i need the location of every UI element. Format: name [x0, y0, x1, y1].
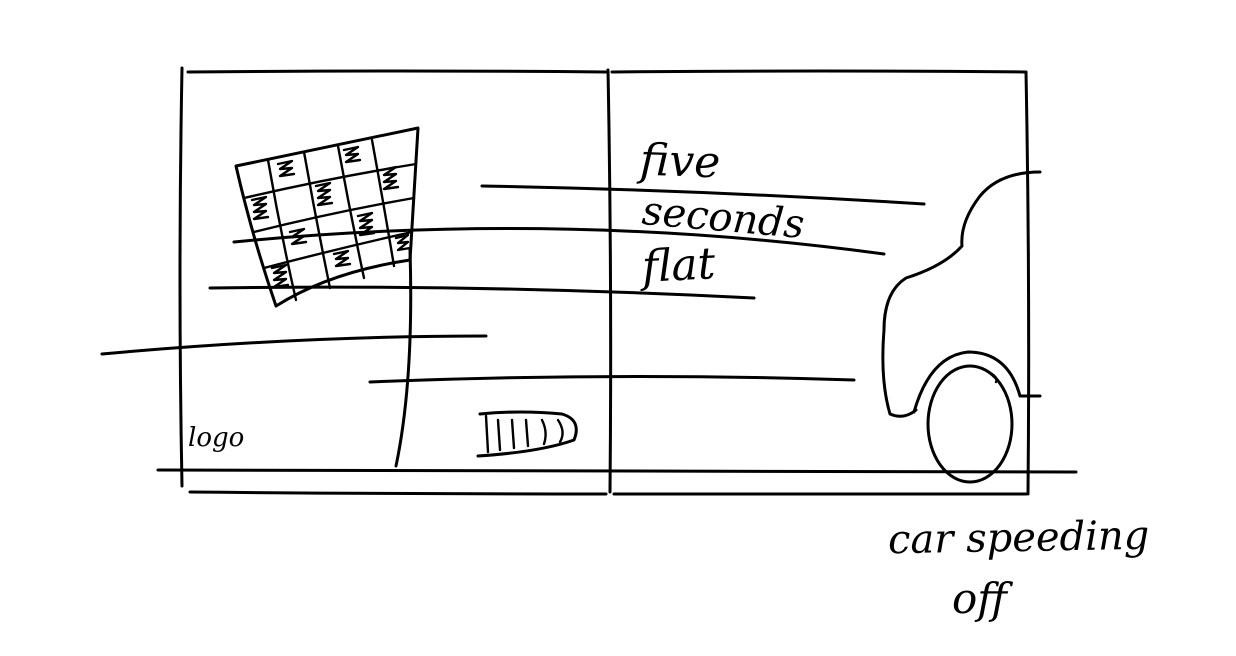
flag-scribble — [332, 249, 352, 268]
flag-scribble — [250, 195, 270, 221]
checkered-flag — [234, 126, 420, 308]
wheel-arch — [912, 350, 1042, 414]
wheel-highlight — [990, 372, 998, 384]
speed-line — [100, 334, 488, 356]
speed-line — [232, 227, 886, 256]
frame-top-left — [186, 69, 608, 74]
flag-scribble — [342, 145, 362, 164]
ground-line — [156, 468, 1078, 474]
flag-grid-line — [262, 230, 414, 270]
flag-grid-line — [336, 144, 366, 280]
flag-scribble — [270, 263, 290, 289]
flag-scribble — [276, 159, 296, 178]
taillight-bar — [556, 418, 564, 444]
taillight-bar — [496, 418, 502, 452]
speed-line — [208, 285, 756, 300]
frame-right-border — [1024, 70, 1031, 496]
speed-line — [368, 374, 856, 384]
logo-label: logo — [188, 423, 245, 453]
panel-frames — [156, 66, 1078, 496]
car-body-outline — [881, 170, 1042, 418]
flag-outline — [234, 126, 420, 308]
frame-top-right — [610, 69, 1028, 74]
car-front — [881, 170, 1042, 484]
speed-line — [480, 184, 926, 206]
flag-grid-line — [370, 138, 396, 268]
flag-scribble — [380, 165, 400, 191]
taillight-bar — [524, 418, 530, 448]
taillight — [476, 410, 578, 458]
flag-cell-scribbles — [250, 145, 412, 289]
frame-bottom-left — [188, 490, 608, 496]
caption-line-1: car speeding — [887, 512, 1150, 564]
frame-left-border — [178, 66, 184, 488]
taillight-bar — [510, 418, 516, 450]
caption-line-2: off — [952, 574, 1008, 623]
speed-lines — [100, 184, 926, 384]
text-five: five — [639, 134, 722, 189]
taillight-outline — [476, 410, 578, 458]
flag-grid-line — [252, 196, 416, 234]
frame-divider — [606, 68, 613, 494]
flag-grid-line — [302, 150, 332, 290]
car-wheel — [926, 364, 1014, 484]
text-flat: flat — [640, 238, 717, 293]
flag-pole — [394, 248, 413, 468]
flag-scribble — [314, 181, 334, 207]
taillight-bar — [540, 418, 547, 446]
taillight-bar — [484, 414, 490, 454]
flag-grid-line — [266, 158, 298, 302]
flag-scribble — [394, 233, 412, 252]
